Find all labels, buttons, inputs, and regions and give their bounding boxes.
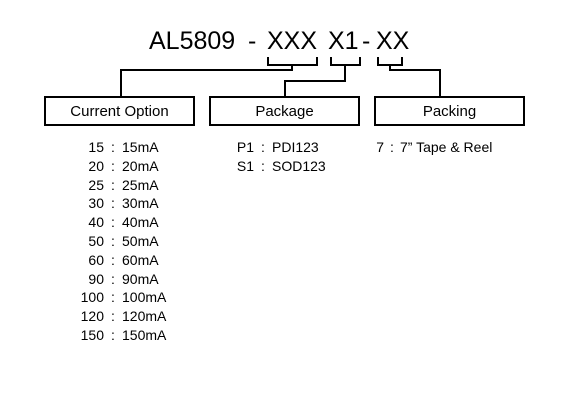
part-number-base: AL5809 xyxy=(149,27,236,55)
packing-label: Packing xyxy=(422,102,477,120)
list-item: 150:150mA xyxy=(64,326,167,345)
packing-option-list: 7:7” Tape & Reel xyxy=(376,138,492,157)
packing-code: XX xyxy=(376,27,410,55)
option-code: 30 xyxy=(88,195,104,212)
option-value: 7” Tape & Reel xyxy=(400,139,493,155)
packing-code-bracket xyxy=(377,57,403,66)
option-code: P1 xyxy=(236,139,254,155)
list-item: 120:120mA xyxy=(64,307,167,326)
packing-connector xyxy=(389,65,441,96)
option-value: 25mA xyxy=(122,176,159,193)
option-value: 60mA xyxy=(122,251,159,268)
part-number-separator: - xyxy=(248,27,257,55)
list-item: 30:30mA xyxy=(64,194,166,213)
option-separator: : xyxy=(111,270,115,287)
option-separator: : xyxy=(111,308,115,325)
option-separator: : xyxy=(111,251,115,268)
option-value: 100mA xyxy=(122,289,167,306)
package-option-list: P1: PDI123 S1: SOD123 xyxy=(232,138,326,176)
list-item: 50:50mA xyxy=(64,232,166,251)
option-separator: : xyxy=(390,139,394,155)
list-item: 7:7” Tape & Reel xyxy=(376,138,492,157)
list-item: P1: PDI123 xyxy=(232,138,326,157)
list-item: 90:90mA xyxy=(64,270,166,289)
option-value: PDI123 xyxy=(272,139,319,155)
package-label: Package xyxy=(255,102,314,120)
list-item: 40:40mA xyxy=(64,213,166,232)
option-code: 60 xyxy=(88,251,104,268)
option-separator: : xyxy=(111,195,115,212)
part-number-separator: - xyxy=(362,27,371,55)
option-value: 40mA xyxy=(122,214,159,231)
list-item: 15:15mA xyxy=(64,138,166,157)
option-value: 15mA xyxy=(122,139,159,155)
package-code: X1 xyxy=(328,27,359,55)
package-box: Package xyxy=(209,96,360,126)
package-code-bracket xyxy=(330,57,361,66)
current-code: XXX xyxy=(267,27,318,55)
option-separator: : xyxy=(111,232,115,249)
option-code: 120 xyxy=(80,308,104,325)
option-value: 120mA xyxy=(122,308,167,325)
option-code: S1 xyxy=(236,157,254,174)
option-separator: : xyxy=(111,214,115,231)
option-code: 20 xyxy=(88,157,104,174)
list-item: 20:20mA xyxy=(64,157,166,176)
option-value: 50mA xyxy=(122,232,159,249)
list-item: 25:25mA xyxy=(64,176,166,195)
option-separator: : xyxy=(111,289,115,306)
option-code: 50 xyxy=(88,232,104,249)
option-value: 30mA xyxy=(122,195,159,212)
option-separator: : xyxy=(261,139,265,155)
option-value: 20mA xyxy=(122,157,159,174)
option-separator: : xyxy=(111,326,115,343)
current-option-label: Current Option xyxy=(70,102,169,120)
current-connector xyxy=(120,65,293,96)
option-code: 90 xyxy=(88,270,104,287)
option-separator: : xyxy=(111,176,115,193)
option-value: 90mA xyxy=(122,270,159,287)
list-item: 100:100mA xyxy=(64,288,167,307)
package-connector xyxy=(284,65,346,96)
option-code: 100 xyxy=(80,289,104,306)
option-code: 150 xyxy=(80,326,104,343)
option-code: 15 xyxy=(88,139,104,155)
current-option-box: Current Option xyxy=(44,96,195,126)
option-separator: : xyxy=(111,157,115,174)
current-code-bracket xyxy=(267,57,318,66)
current-option-list: 15:15mA 20:20mA 25:25mA 30:30mA 40:40mA … xyxy=(64,138,167,345)
option-code: 40 xyxy=(88,214,104,231)
option-separator: : xyxy=(111,139,115,155)
option-value: SOD123 xyxy=(272,157,326,174)
option-code: 7 xyxy=(376,139,384,155)
packing-box: Packing xyxy=(374,96,525,126)
option-value: 150mA xyxy=(122,326,167,343)
option-separator: : xyxy=(261,157,265,174)
list-item: 60:60mA xyxy=(64,251,166,270)
list-item: S1: SOD123 xyxy=(232,157,326,176)
option-code: 25 xyxy=(88,176,104,193)
